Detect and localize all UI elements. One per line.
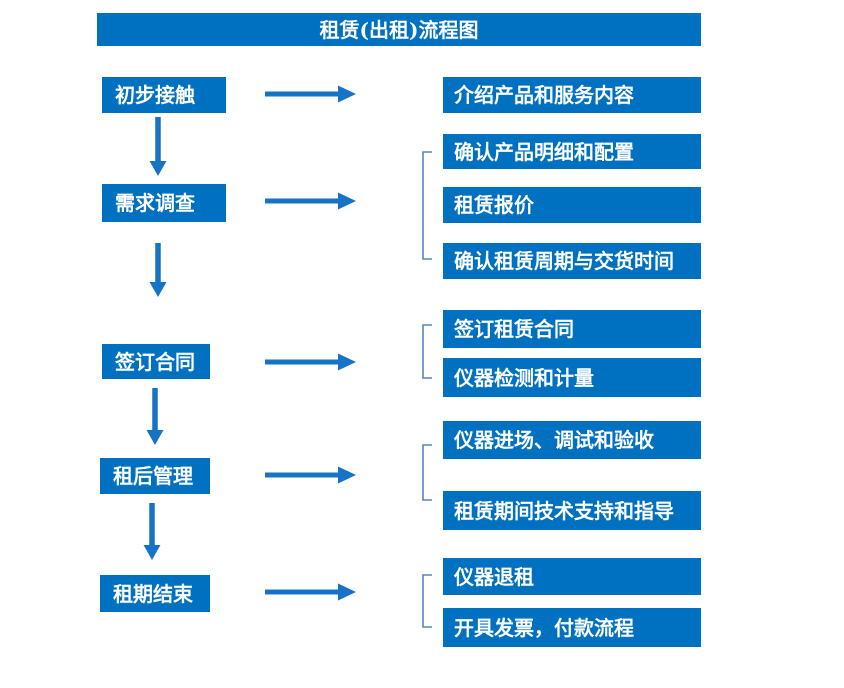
output-box-5-1: 仪器退租	[443, 558, 701, 595]
arrow-down-4	[143, 503, 161, 560]
arrow-right-4	[265, 466, 356, 484]
output-box-2-1: 确认产品明细和配置	[443, 134, 701, 169]
step-label: 租后管理	[113, 464, 193, 488]
step-box-1: 初步接触	[102, 77, 226, 113]
output-label: 仪器检测和计量	[454, 365, 594, 390]
step-label: 租期结束	[113, 581, 193, 606]
bracket-group-3	[422, 324, 432, 379]
step-box-4: 租后管理	[100, 458, 210, 494]
output-box-2-2: 租赁报价	[443, 187, 701, 223]
step-label: 需求调查	[115, 191, 195, 215]
arrow-right-5	[265, 583, 356, 601]
output-label: 确认租赁周期与交货时间	[454, 249, 674, 273]
output-label: 确认产品明细和配置	[454, 139, 634, 164]
arrow-down-1	[149, 117, 167, 176]
output-box-4-2: 租赁期间技术支持和指导	[443, 491, 701, 530]
output-label: 租赁报价	[454, 193, 534, 217]
output-label: 介绍产品和服务内容	[454, 83, 634, 107]
bracket-group-5	[422, 574, 432, 628]
output-box-4-1: 仪器进场、调试和验收	[443, 421, 701, 459]
output-label: 仪器进场、调试和验收	[454, 428, 654, 452]
bracket-group-2	[422, 151, 432, 260]
arrow-right-3	[265, 353, 356, 371]
output-box-5-2: 开具发票，付款流程	[443, 608, 701, 647]
arrow-right-1	[265, 85, 356, 103]
output-box-3-2: 仪器检测和计量	[443, 358, 701, 397]
arrow-down-2	[149, 243, 167, 297]
arrow-right-2	[265, 192, 356, 210]
arrow-down-3	[146, 388, 164, 445]
output-label: 开具发票，付款流程	[454, 615, 634, 640]
page-title: 租赁(出租)流程图	[319, 17, 479, 42]
step-label: 签订合同	[115, 349, 195, 374]
step-box-3: 签订合同	[102, 344, 210, 379]
bracket-group-4	[422, 444, 432, 501]
output-label: 仪器退租	[454, 564, 534, 589]
output-box-3-1: 签订租赁合同	[443, 310, 701, 348]
title-bar: 租赁(出租)流程图	[97, 13, 701, 46]
output-box-2-3: 确认租赁周期与交货时间	[443, 243, 701, 279]
step-box-2: 需求调查	[102, 184, 226, 222]
step-box-5: 租期结束	[100, 575, 210, 612]
output-label: 租赁期间技术支持和指导	[454, 498, 674, 523]
output-label: 签订租赁合同	[454, 317, 574, 341]
output-box-1-1: 介绍产品和服务内容	[443, 77, 701, 113]
step-label: 初步接触	[115, 83, 195, 107]
